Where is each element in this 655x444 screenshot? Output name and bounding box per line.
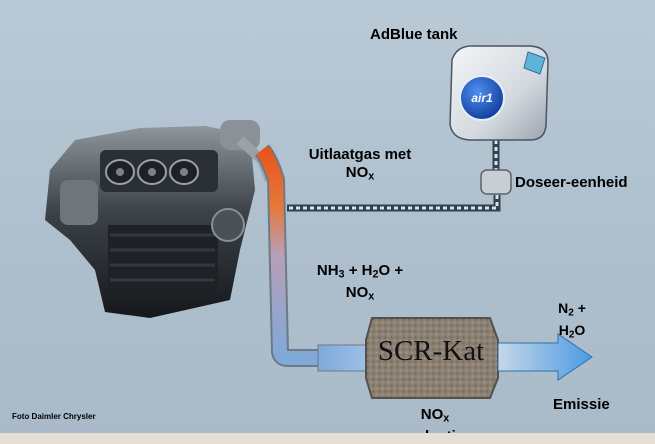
photo-credit: Foto Daimler Chrysler <box>12 412 96 421</box>
exhaust-pipe <box>254 144 367 372</box>
dosing-line <box>287 140 501 212</box>
emission-label: Emissie <box>553 396 610 413</box>
output-gases-label: N2 + H2O <box>558 300 586 341</box>
mixture-label: NH3 + H2O + NOx <box>316 262 404 303</box>
adblue-tank <box>449 45 549 141</box>
bottom-strip <box>0 433 655 444</box>
engine-illustration <box>45 120 275 318</box>
tank-logo <box>459 75 505 121</box>
scr-catalyst <box>365 317 499 399</box>
adblue-tank-label: AdBlue tank <box>370 26 458 43</box>
tank-logo-text: air1 <box>471 91 493 105</box>
tank-cap <box>523 51 546 75</box>
dosing-unit-label: Doseer-eenheid <box>515 174 628 191</box>
exhaust-gas-label: Uitlaatgas met NOx <box>308 146 412 183</box>
dosing-unit-body <box>480 169 512 195</box>
catalyst-label: SCR-Kat <box>377 335 485 367</box>
outlet-arrow <box>497 333 593 381</box>
